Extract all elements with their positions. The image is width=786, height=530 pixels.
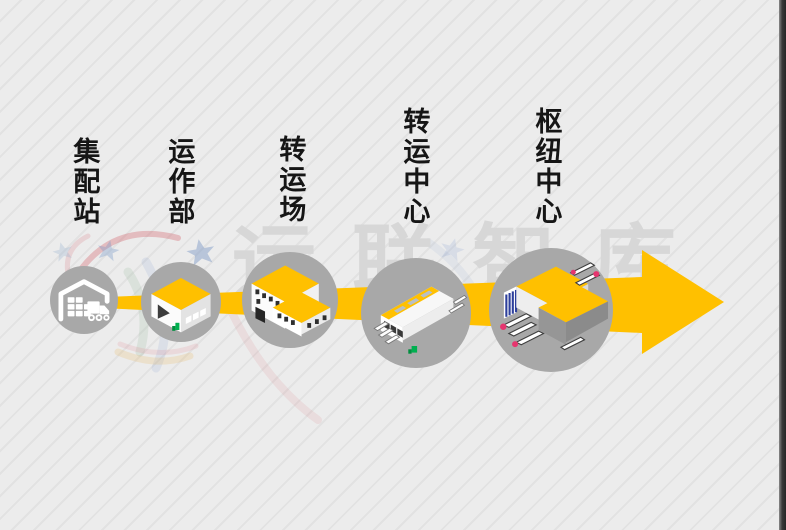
stage-label-transfer-center: 转运中心 [399, 107, 430, 227]
hub-complex-icon [500, 262, 609, 351]
warehouse-truck-icon [58, 279, 110, 322]
star-icon [97, 240, 120, 262]
stage-label-transfer-yard: 转运场 [275, 135, 306, 225]
small-warehouse-icon [151, 278, 211, 333]
stage-circle-operations-dept [141, 262, 221, 342]
stage-label-operations-dept: 运作部 [164, 137, 195, 227]
star-icon [441, 238, 465, 262]
window-edge-strip [779, 0, 786, 530]
stage-circle-distribution-station [50, 266, 118, 334]
stage-label-distribution-station: 集配站 [69, 137, 100, 227]
crossdock-center-icon [373, 286, 468, 354]
stage-circle-hub-center [489, 248, 613, 372]
stage-circle-transfer-center [361, 258, 471, 368]
stage-label-hub-center: 枢纽中心 [531, 107, 562, 227]
stage-circle-transfer-yard [242, 252, 338, 348]
star-icon [52, 242, 72, 262]
star-icon [186, 239, 215, 266]
warehouse-complex-icon [251, 265, 331, 337]
